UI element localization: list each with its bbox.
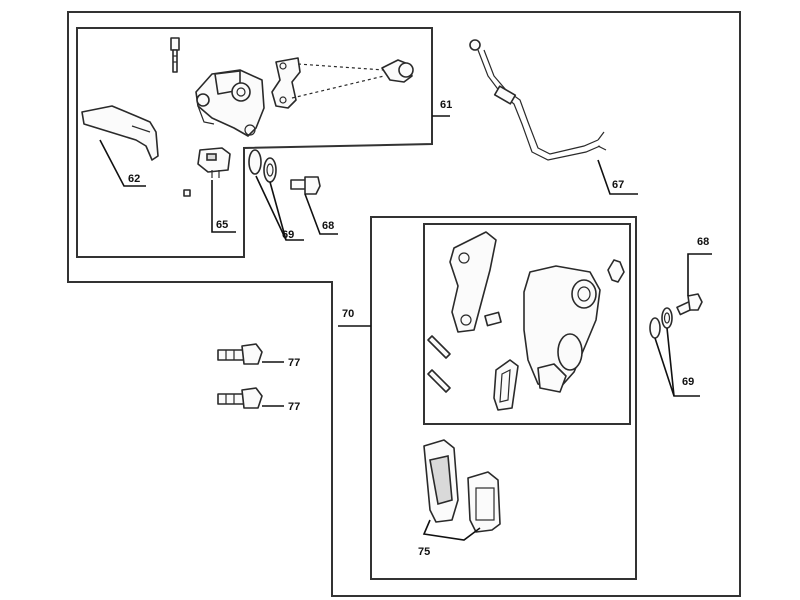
leader-75	[422, 519, 481, 541]
caliper-body-box	[423, 223, 631, 425]
caliper-assembly-box	[370, 216, 637, 580]
leader-67	[597, 159, 638, 195]
brake-pad-right	[467, 471, 501, 533]
small-pin	[183, 189, 191, 197]
callout-68-right: 68	[697, 236, 709, 248]
caliper-body	[523, 265, 601, 393]
crush-washers-right	[649, 307, 673, 339]
callout-75: 75	[418, 546, 430, 558]
brake-hose	[469, 39, 607, 161]
callout-61: 61	[440, 99, 452, 111]
leader-68-right	[687, 253, 712, 296]
reservoir-screw	[170, 37, 180, 73]
caliper-bracket	[449, 231, 502, 333]
banjo-bolt-right	[676, 293, 703, 316]
callout-70: 70	[342, 308, 354, 320]
brake-pad-left	[423, 439, 459, 523]
leader-62	[99, 139, 146, 187]
bleed-nipple	[607, 259, 625, 283]
callout-67: 67	[612, 179, 624, 191]
outer-frame	[67, 11, 741, 597]
callout-68-top: 68	[322, 220, 334, 232]
slide-pins	[427, 335, 451, 393]
clamp-bolt	[291, 59, 414, 99]
leader-68-top	[304, 193, 338, 235]
caliper-mounting-bolt-a	[217, 343, 263, 365]
crush-washers-top	[248, 149, 277, 183]
callout-77-b: 77	[288, 401, 300, 413]
leader-69-right-b	[666, 327, 675, 397]
caliper-mounting-bolt-b	[217, 387, 263, 409]
pad-spring	[493, 359, 519, 411]
brake-light-switch	[197, 147, 231, 178]
leader-69-top-b	[269, 181, 287, 241]
callout-65: 65	[216, 219, 228, 231]
banjo-bolt-top	[290, 176, 321, 195]
callout-69-right: 69	[682, 376, 694, 388]
callout-62: 62	[128, 173, 140, 185]
handlebar-clamp	[271, 57, 301, 109]
master-cylinder-body	[195, 69, 265, 137]
leader-65	[211, 180, 236, 233]
callout-77-a: 77	[288, 357, 300, 369]
master-cylinder-box	[76, 27, 433, 258]
brake-lever	[81, 105, 159, 161]
callout-69-top: 69	[282, 229, 294, 241]
